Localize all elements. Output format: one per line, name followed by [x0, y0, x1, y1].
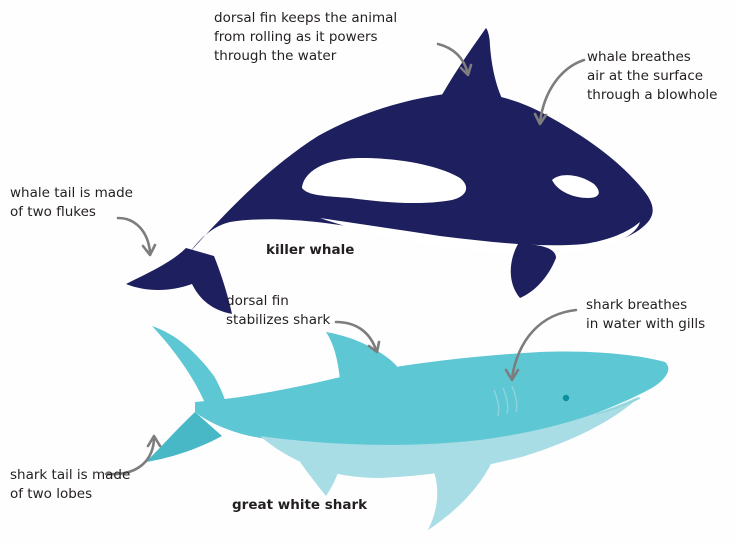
label-shark-tail: shark tail is made of two lobes — [10, 466, 130, 504]
whale-dorsal-fin — [438, 28, 508, 110]
shark-pelvic-fin — [300, 462, 340, 496]
shark-body — [195, 351, 668, 450]
whale-pectoral-fin — [511, 244, 556, 298]
arrow-whale-blowhole — [540, 60, 584, 122]
label-whale-tail: whale tail is made of two flukes — [10, 184, 133, 222]
shark-pectoral-fin — [428, 462, 492, 530]
label-whale-blowhole: whale breathes air at the surface throug… — [587, 48, 717, 105]
shark-dorsal-fin — [326, 332, 402, 380]
label-shark-gills: shark breathes in water with gills — [586, 296, 705, 334]
label-whale-dorsal-fin: dorsal fin keeps the animal from rolling… — [214, 9, 397, 66]
shark-upper-tail-lobe — [152, 326, 228, 410]
whale-tail-flukes — [126, 248, 232, 314]
label-great-white-shark: great white shark — [232, 497, 367, 513]
shark-illustration — [146, 326, 668, 530]
shark-eye — [563, 395, 569, 401]
label-shark-dorsal-fin: dorsal fin stabilizes shark — [226, 292, 330, 330]
label-killer-whale: killer whale — [266, 242, 354, 258]
whale-illustration — [126, 28, 653, 314]
